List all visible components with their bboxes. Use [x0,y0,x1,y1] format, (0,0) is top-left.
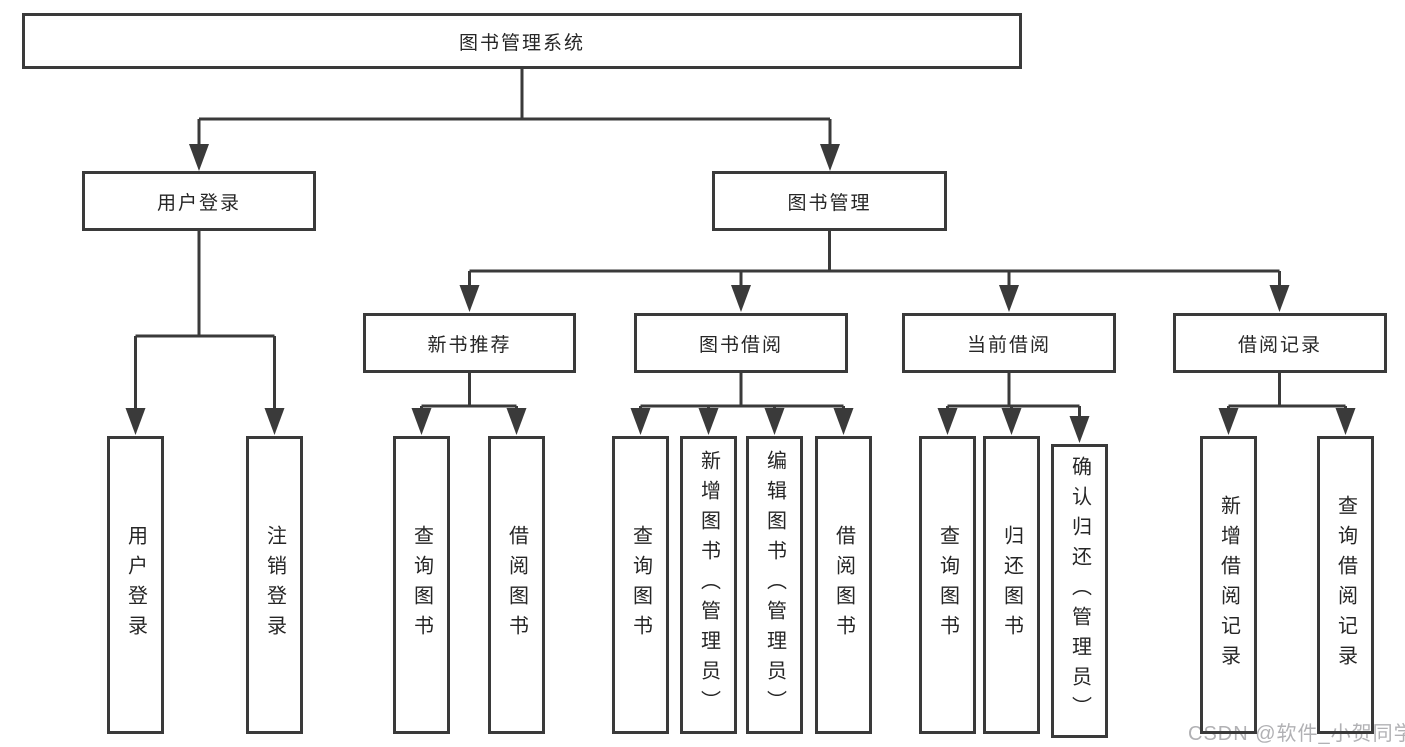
leaf-add-borrow-record: 新增借阅记录 [1200,436,1257,734]
leaf-user-login-label: 用户登录 [124,525,147,645]
node-book-management-label: 图书管理 [787,192,872,214]
leaf-logout: 注销登录 [246,436,303,734]
leaf-add-books-admin: 新增图书（管理员） [680,436,737,734]
leaf-query-books-borrow: 查询图书 [612,436,669,734]
node-borrow-records: 借阅记录 [1173,313,1387,373]
leaf-query-borrow-record-label: 查询借阅记录 [1334,495,1357,675]
node-new-book-recommend: 新书推荐 [363,313,576,373]
leaf-confirm-return-admin-label: 确认归还（管理员） [1068,456,1091,726]
leaf-logout-label: 注销登录 [263,525,286,645]
arrowheads [125,144,1356,443]
leaf-borrow-books-label: 借阅图书 [832,525,855,645]
node-book-borrow: 图书借阅 [634,313,848,373]
leaf-edit-books-admin-label: 编辑图书（管理员） [763,450,786,720]
leaf-add-books-admin-label: 新增图书（管理员） [697,450,720,720]
leaf-borrow-books-recommend-label: 借阅图书 [505,525,528,645]
leaf-query-borrow-record: 查询借阅记录 [1317,436,1374,734]
leaf-borrow-books: 借阅图书 [815,436,872,734]
node-current-borrow: 当前借阅 [902,313,1116,373]
node-root-label: 图书管理系统 [458,32,585,54]
node-book-borrow-label: 图书借阅 [698,334,783,356]
node-root: 图书管理系统 [22,13,1022,69]
leaf-query-books-borrow-label: 查询图书 [629,525,652,645]
node-new-book-recommend-label: 新书推荐 [427,334,512,356]
csdn-watermark: CSDN @软件_小贺同学 [1188,723,1405,745]
leaf-confirm-return-admin: 确认归还（管理员） [1051,444,1108,738]
leaf-return-books-label: 归还图书 [1000,525,1023,645]
leaf-edit-books-admin: 编辑图书（管理员） [746,436,803,734]
leaf-query-books-recommend-label: 查询图书 [410,525,433,645]
node-book-management: 图书管理 [712,171,947,231]
node-user-login-label: 用户登录 [156,192,241,214]
node-borrow-records-label: 借阅记录 [1237,334,1322,356]
node-user-login: 用户登录 [82,171,316,231]
leaf-borrow-books-recommend: 借阅图书 [488,436,545,734]
leaf-user-login: 用户登录 [107,436,164,734]
leaf-query-books-current-label: 查询图书 [936,525,959,645]
leaf-return-books: 归还图书 [983,436,1040,734]
leaf-query-books-current: 查询图书 [919,436,976,734]
leaf-query-books-recommend: 查询图书 [393,436,450,734]
leaf-add-borrow-record-label: 新增借阅记录 [1217,495,1240,675]
node-current-borrow-label: 当前借阅 [966,334,1051,356]
